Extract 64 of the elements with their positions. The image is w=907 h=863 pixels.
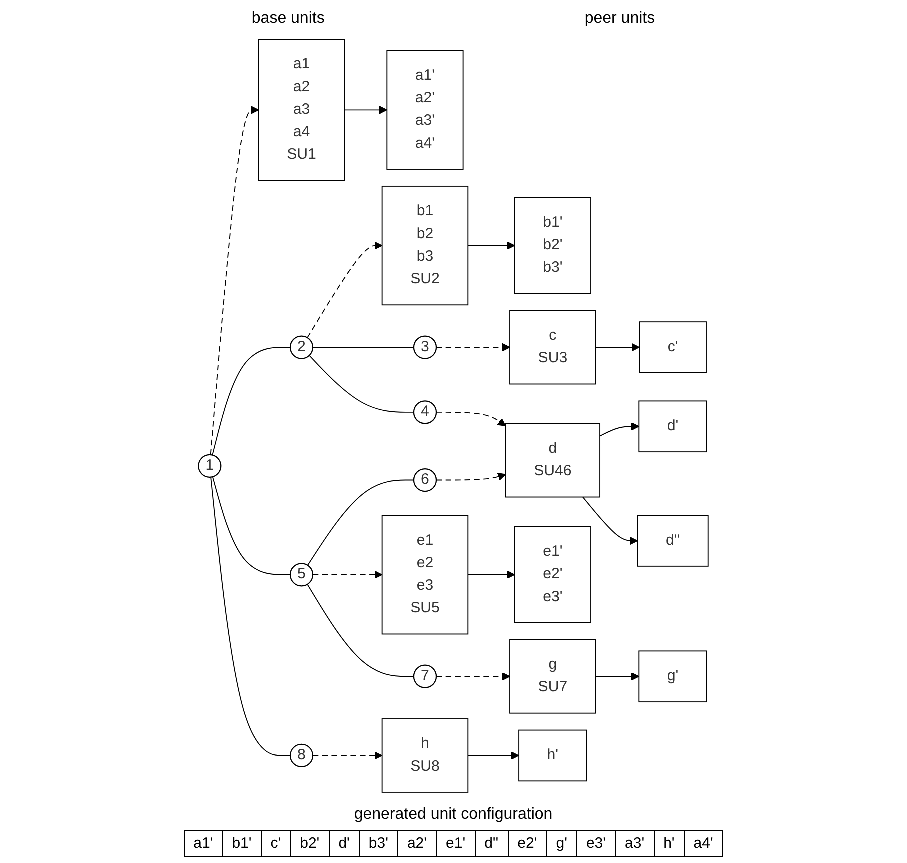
arrow xyxy=(436,672,510,681)
unit-box: c SU3 xyxy=(510,310,596,385)
unit-box: d' xyxy=(638,400,708,453)
arrow xyxy=(582,496,638,546)
table-cell: a2' xyxy=(398,830,437,856)
arrow xyxy=(436,412,506,427)
column-heading: peer units xyxy=(584,10,656,28)
table-cell: d' xyxy=(329,830,360,856)
connector xyxy=(307,584,414,678)
table-cell: e1' xyxy=(436,830,476,856)
unit-box: c' xyxy=(639,322,707,374)
table-cell: e3' xyxy=(576,830,616,856)
step-circle: 7 xyxy=(413,664,438,688)
arrow xyxy=(468,570,516,580)
unit-box: a1' a2' a3' a4' xyxy=(386,50,464,170)
arrow xyxy=(436,472,506,481)
connector xyxy=(312,347,414,348)
unit-box: g' xyxy=(638,650,708,703)
step-circle: 8 xyxy=(290,744,314,768)
arrow xyxy=(436,343,510,352)
table-cell: h' xyxy=(654,830,684,856)
connector xyxy=(212,347,291,456)
step-circle: 6 xyxy=(413,468,438,492)
table-cell: a3' xyxy=(616,830,654,856)
step-circle: 4 xyxy=(413,400,438,424)
step-circle: 5 xyxy=(290,563,314,587)
unit-box: d SU46 xyxy=(505,423,600,498)
arrow xyxy=(468,752,520,760)
table-cell: c' xyxy=(261,830,291,856)
arrow xyxy=(312,752,383,760)
table-cell: d'' xyxy=(475,830,508,856)
unit-box: b1' b2' b3' xyxy=(514,197,592,294)
table-cell: g' xyxy=(546,830,577,856)
table-cell: e2' xyxy=(508,830,547,856)
connector xyxy=(212,476,291,576)
arrow xyxy=(600,422,640,437)
step-circle: 3 xyxy=(413,336,438,360)
connector xyxy=(307,480,414,566)
arrow xyxy=(210,106,260,456)
arrow xyxy=(595,343,640,352)
unit-box: h SU8 xyxy=(382,718,469,793)
unit-box: e1 e2 e3 SU5 xyxy=(382,515,469,635)
connector xyxy=(210,476,291,756)
arrow xyxy=(312,570,383,580)
arrow xyxy=(468,242,516,250)
table-cell: b1' xyxy=(222,830,262,856)
unit-box: e1' e2' e3' xyxy=(514,526,592,624)
arrow xyxy=(595,672,640,681)
unit-box: d'' xyxy=(637,515,709,567)
table-cell: a4' xyxy=(684,830,723,856)
connector xyxy=(309,355,414,413)
row-heading: generated unit configuration xyxy=(354,806,553,823)
unit-box: a1 a2 a3 a4 SU1 xyxy=(258,39,346,182)
table-cell: b2' xyxy=(290,830,330,856)
unit-box: h' xyxy=(518,730,588,782)
unit-box: b1 b2 b3 SU2 xyxy=(382,186,469,306)
unit-box: g SU7 xyxy=(510,639,596,714)
column-heading: base units xyxy=(252,10,325,28)
step-circle: 1 xyxy=(198,454,222,478)
step-circle: 2 xyxy=(290,336,314,360)
table-cell: b3' xyxy=(359,830,398,856)
arrow xyxy=(344,106,388,114)
table-cell: a1' xyxy=(184,830,223,856)
arrow xyxy=(307,242,383,338)
